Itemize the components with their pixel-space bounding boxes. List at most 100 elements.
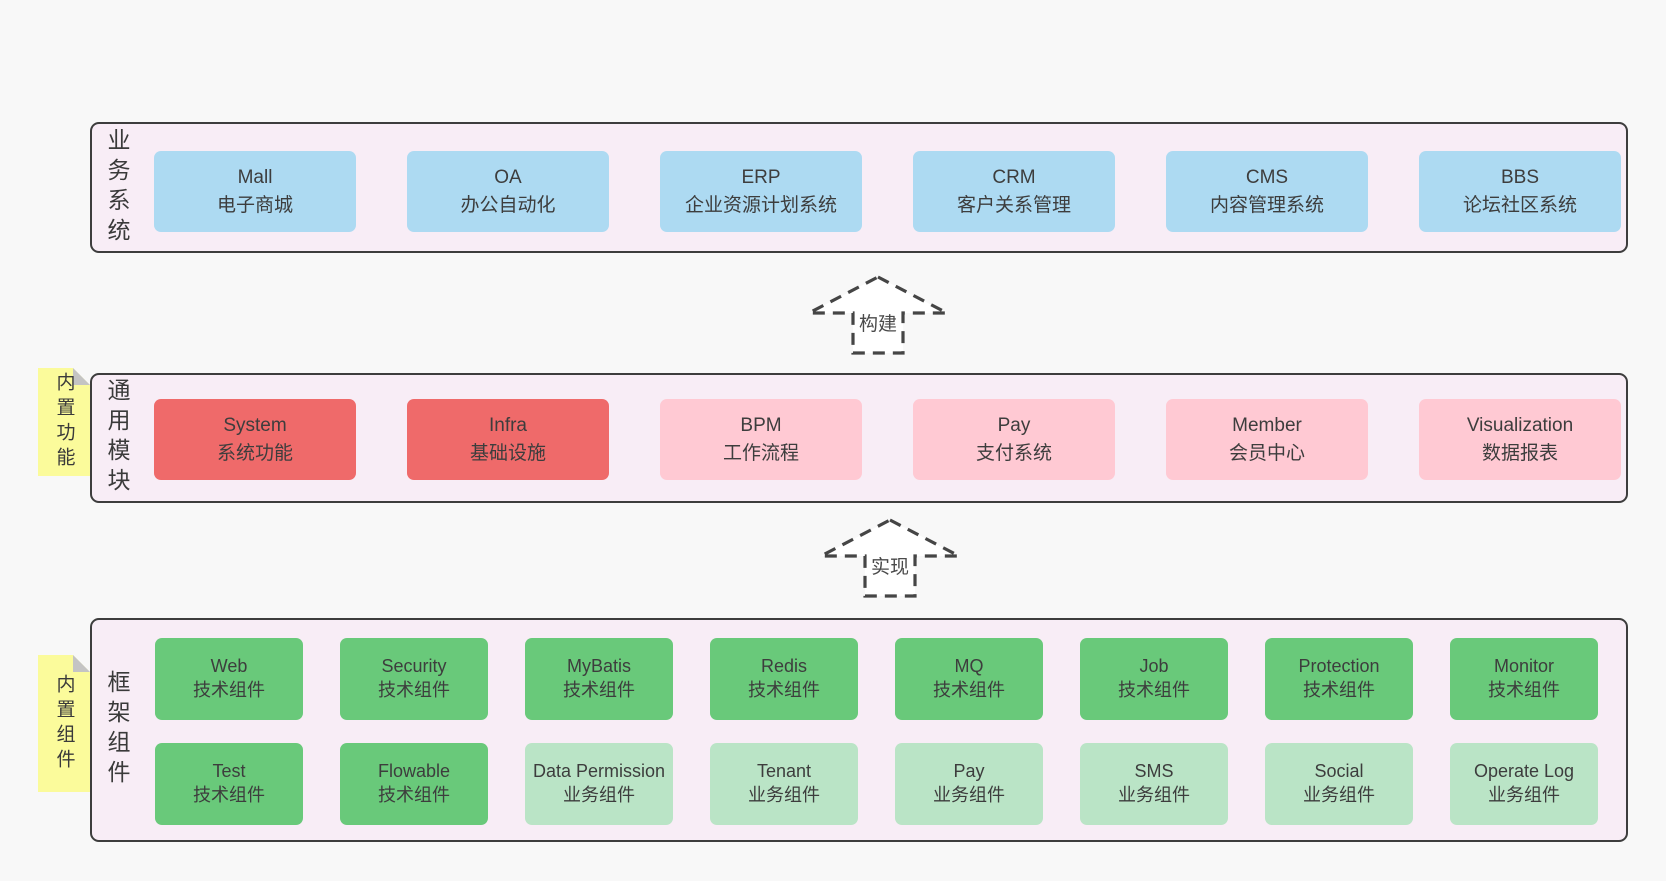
- box-mybatis: MyBatis 技术组件: [525, 638, 673, 720]
- box-monitor: Monitor 技术组件: [1450, 638, 1598, 720]
- box-subtitle: 基础设施: [469, 442, 546, 464]
- box-infra: Infra 基础设施: [407, 399, 609, 480]
- box-subtitle: 技术组件: [1118, 680, 1190, 700]
- box-title: CRM: [992, 166, 1036, 188]
- box-title: Pay: [953, 761, 985, 782]
- box-erp: ERP 企业资源计划系统: [660, 151, 862, 232]
- box-subtitle: 业务组件: [1303, 785, 1375, 805]
- box-subtitle: 技术组件: [193, 785, 265, 805]
- box-subtitle: 客户关系管理: [956, 194, 1071, 216]
- box-subtitle: 业务组件: [1488, 785, 1560, 805]
- box-subtitle: 技术组件: [378, 680, 450, 700]
- framework-components-row-2: Test 技术组件 Flowable 技术组件 Data Permission …: [155, 743, 1598, 825]
- box-crm: CRM 客户关系管理: [913, 151, 1115, 232]
- box-subtitle: 企业资源计划系统: [684, 194, 837, 216]
- box-subtitle: 会员中心: [1228, 442, 1305, 464]
- box-operate-log: Operate Log 业务组件: [1450, 743, 1598, 825]
- box-title: SMS: [1134, 761, 1174, 782]
- box-subtitle: 业务组件: [933, 785, 1005, 805]
- layer-common-modules: 通用模块 System 系统功能 Infra 基础设施 BPM 工作流程 Pay…: [90, 373, 1628, 503]
- box-title: Redis: [760, 656, 808, 677]
- box-subtitle: 技术组件: [563, 680, 635, 700]
- box-title: ERP: [741, 166, 781, 188]
- sticky-label: 内置功能: [53, 372, 75, 472]
- arrow-label: 实现: [867, 551, 913, 580]
- box-title: Web: [210, 656, 248, 677]
- layer-business-systems: 业务系统 Mall 电子商城 OA 办公自动化 ERP 企业资源计划系统 CRM…: [90, 122, 1628, 253]
- implement-arrow: 实现: [818, 517, 962, 599]
- box-title: OA: [494, 166, 522, 188]
- box-title: MyBatis: [566, 656, 631, 677]
- box-member: Member 会员中心: [1166, 399, 1368, 480]
- box-pay-component: Pay 业务组件: [895, 743, 1043, 825]
- box-subtitle: 技术组件: [748, 680, 820, 700]
- box-subtitle: 数据报表: [1481, 442, 1558, 464]
- box-title: Tenant: [756, 761, 812, 782]
- box-social: Social 业务组件: [1265, 743, 1413, 825]
- box-protection: Protection 技术组件: [1265, 638, 1413, 720]
- box-title: Social: [1314, 761, 1364, 782]
- box-system: System 系统功能: [154, 399, 356, 480]
- sticky-note-built-in-components: 内置组件: [38, 655, 90, 792]
- box-subtitle: 技术组件: [1488, 680, 1560, 700]
- layer-side-label: 业务系统: [104, 127, 130, 248]
- box-pay-system: Pay 支付系统: [913, 399, 1115, 480]
- box-subtitle: 业务组件: [1118, 785, 1190, 805]
- sticky-label: 内置组件: [53, 673, 75, 774]
- box-data-permission: Data Permission 业务组件: [525, 743, 673, 825]
- box-redis: Redis 技术组件: [710, 638, 858, 720]
- box-title: BBS: [1500, 166, 1540, 188]
- box-title: Data Permission: [532, 761, 666, 782]
- sticky-paper: [38, 368, 90, 476]
- box-subtitle: 技术组件: [1303, 680, 1375, 700]
- box-title: Monitor: [1493, 656, 1555, 677]
- box-title: Job: [1139, 656, 1169, 677]
- box-title: BPM: [740, 414, 782, 436]
- box-subtitle: 技术组件: [933, 680, 1005, 700]
- box-test: Test 技术组件: [155, 743, 303, 825]
- box-title: CMS: [1245, 166, 1289, 188]
- box-subtitle: 支付系统: [975, 442, 1052, 464]
- box-subtitle: 论坛社区系统: [1462, 194, 1577, 216]
- box-subtitle: 系统功能: [216, 442, 293, 464]
- box-title: Mall: [237, 166, 273, 188]
- box-title: Infra: [488, 414, 528, 436]
- box-subtitle: 业务组件: [748, 785, 820, 805]
- build-arrow: 构建: [806, 274, 950, 356]
- box-subtitle: 技术组件: [378, 785, 450, 805]
- box-sms: SMS 业务组件: [1080, 743, 1228, 825]
- box-title: MQ: [954, 656, 984, 677]
- common-modules-row: System 系统功能 Infra 基础设施 BPM 工作流程 Pay 支付系统…: [154, 399, 1621, 480]
- box-tenant: Tenant 业务组件: [710, 743, 858, 825]
- arrow-label: 构建: [855, 308, 901, 337]
- box-subtitle: 工作流程: [722, 442, 799, 464]
- box-cms: CMS 内容管理系统: [1166, 151, 1368, 232]
- sticky-note-built-in-features: 内置功能: [38, 368, 90, 476]
- business-systems-row: Mall 电子商城 OA 办公自动化 ERP 企业资源计划系统 CRM 客户关系…: [154, 151, 1621, 232]
- box-title: Pay: [997, 414, 1031, 436]
- box-job: Job 技术组件: [1080, 638, 1228, 720]
- box-flowable: Flowable 技术组件: [340, 743, 488, 825]
- box-visualization: Visualization 数据报表: [1419, 399, 1621, 480]
- box-subtitle: 业务组件: [563, 785, 635, 805]
- box-title: Operate Log: [1473, 761, 1575, 782]
- box-subtitle: 电子商城: [216, 194, 293, 216]
- box-subtitle: 内容管理系统: [1209, 194, 1324, 216]
- box-bbs: BBS 论坛社区系统: [1419, 151, 1621, 232]
- box-oa: OA 办公自动化: [407, 151, 609, 232]
- box-title: Protection: [1298, 656, 1380, 677]
- layer-side-label: 通用模块: [104, 378, 130, 498]
- box-security: Security 技术组件: [340, 638, 488, 720]
- box-subtitle: 技术组件: [193, 680, 265, 700]
- layer-framework-components: 框架组件 Web 技术组件 Security 技术组件 MyBatis 技术组件…: [90, 618, 1628, 842]
- box-bpm: BPM 工作流程: [660, 399, 862, 480]
- box-subtitle: 办公自动化: [460, 194, 556, 216]
- box-title: Test: [212, 761, 246, 782]
- box-title: Member: [1232, 414, 1302, 436]
- layer-side-label: 框架组件: [104, 670, 130, 790]
- box-title: Security: [381, 656, 447, 677]
- box-mall: Mall 电子商城: [154, 151, 356, 232]
- box-mq: MQ 技术组件: [895, 638, 1043, 720]
- box-title: Visualization: [1466, 414, 1574, 436]
